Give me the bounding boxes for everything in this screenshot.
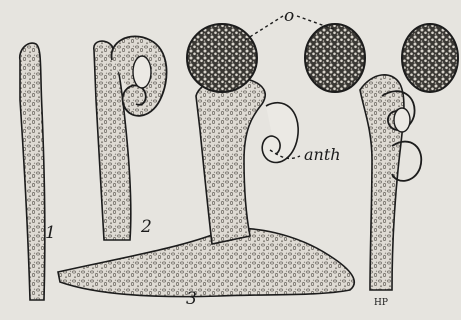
specimen-3-antheridium [262, 103, 298, 163]
specimen-3-base [58, 229, 354, 297]
label-oogonium: o [284, 6, 294, 26]
label-fig-2: 2 [140, 217, 152, 237]
specimen-3-oogonium [187, 24, 257, 92]
specimen-4-oogonium-left [305, 24, 365, 92]
specimen-1-filament [20, 43, 45, 300]
label-fig-1: 1 [45, 223, 56, 243]
label-fig-3: 3 [186, 289, 197, 309]
specimen-2-coil-lumen [133, 56, 151, 88]
artist-monogram: HP [374, 298, 388, 308]
specimen-4-filament [360, 75, 404, 290]
specimen-4-oogonium-right [402, 24, 458, 92]
specimen-3-filament [196, 78, 265, 244]
specimen-4-antheridium [394, 108, 410, 132]
label-antheridium: anth [304, 145, 341, 164]
